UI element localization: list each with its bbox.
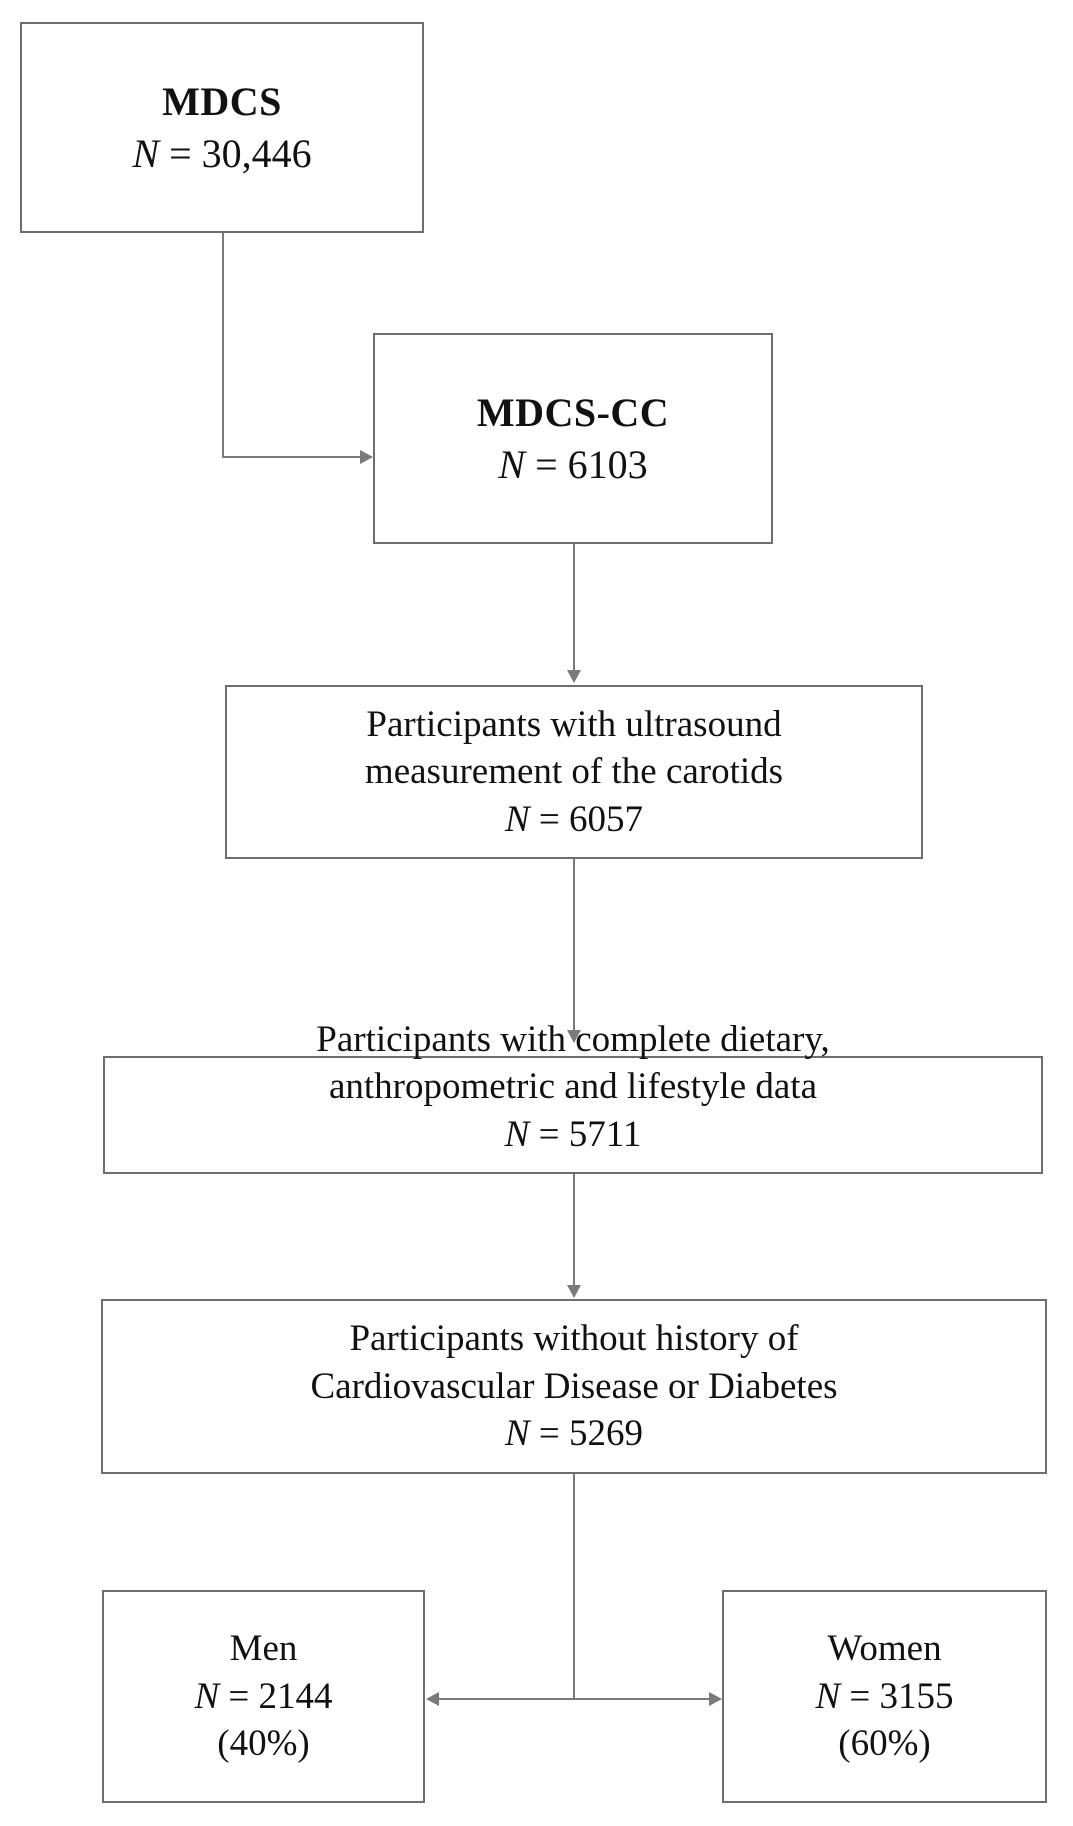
flow-box-dietary-line2: anthropometric and lifestyle data: [328, 1066, 817, 1108]
n-value: 5711: [568, 1113, 642, 1155]
flow-box-dietary: Participants with complete dietary, anth…: [103, 1019, 1043, 1174]
n-equals: =: [228, 1675, 250, 1717]
connector-ultrasound-to-dietary-line: [573, 859, 575, 1031]
n-equals: =: [535, 441, 558, 487]
connector-dietary-to-history-line: [573, 1174, 575, 1286]
flow-box-mdcs-cc-title: MDCS-CC: [476, 390, 670, 436]
flow-box-ultrasound-line2: measurement of the carotids: [364, 751, 784, 793]
n-equals: =: [538, 1413, 560, 1455]
flow-box-dietary-line1: Participants with complete dietary,: [316, 1019, 830, 1060]
flow-box-men-count: N = 2144: [194, 1673, 332, 1720]
flow-box-mdcs: MDCS N = 30,446: [20, 22, 424, 233]
flow-box-history: Participants without history of Cardiova…: [101, 1299, 1047, 1474]
n-equals: =: [169, 130, 192, 176]
flow-box-women-title: Women: [827, 1628, 942, 1670]
flow-box-women-count: N = 3155: [815, 1673, 953, 1720]
n-symbol: N: [815, 1675, 841, 1717]
flow-box-history-line1: Participants without history of: [349, 1318, 799, 1360]
flow-box-history-line2: Cardiovascular Disease or Diabetes: [310, 1365, 838, 1407]
flow-box-mdcs-title: MDCS: [162, 79, 282, 125]
n-value: 2144: [258, 1675, 333, 1717]
n-symbol: N: [194, 1675, 220, 1717]
n-symbol: N: [504, 1413, 530, 1455]
connector-dietary-to-history-arrowhead: [567, 1285, 581, 1298]
connector-mdcs-horizontal: [222, 456, 360, 458]
connector-sex-split-arrowhead-women: [709, 1692, 722, 1706]
flow-box-men-percent: (40%): [217, 1723, 310, 1765]
flow-box-men: Men N = 2144 (40%): [102, 1590, 425, 1803]
n-symbol: N: [504, 1113, 530, 1155]
connector-ultrasound-to-dietary-arrowhead: [567, 1030, 581, 1043]
n-value: 30,446: [201, 130, 312, 176]
flow-box-ultrasound: Participants with ultrasound measurement…: [225, 685, 923, 859]
n-symbol: N: [504, 798, 530, 840]
connector-sex-split-horizontal: [438, 1698, 710, 1700]
n-symbol: N: [132, 130, 160, 176]
connector-mdcs-arrowhead: [360, 450, 373, 464]
flow-box-mdcs-cc: MDCS-CC N = 6103: [373, 333, 773, 544]
flow-box-mdcs-cc-count: N = 6103: [498, 439, 647, 490]
connector-mdcs-cc-to-ultrasound-line: [573, 544, 575, 672]
flow-box-men-title: Men: [229, 1628, 298, 1670]
flow-box-mdcs-count: N = 30,446: [132, 128, 311, 179]
flow-box-ultrasound-line1: Participants with ultrasound: [366, 703, 782, 745]
n-value: 5269: [569, 1413, 644, 1455]
n-equals: =: [849, 1675, 871, 1717]
n-value: 6057: [569, 798, 644, 840]
connector-sex-split-vertical: [573, 1474, 575, 1700]
flow-box-women: Women N = 3155 (60%): [722, 1590, 1047, 1803]
connector-sex-split-arrowhead-men: [426, 1692, 439, 1706]
n-value: 6103: [567, 441, 648, 487]
flow-box-women-percent: (60%): [838, 1723, 931, 1765]
n-value: 3155: [879, 1675, 954, 1717]
n-symbol: N: [498, 441, 526, 487]
connector-mdcs-cc-to-ultrasound-arrowhead: [567, 670, 581, 683]
flow-box-dietary-count: N = 5711: [505, 1111, 642, 1158]
connector-mdcs-vertical: [222, 233, 224, 458]
n-equals: =: [538, 798, 560, 840]
n-equals: =: [538, 1113, 560, 1155]
flow-box-history-count: N = 5269: [505, 1410, 643, 1457]
flow-box-ultrasound-count: N = 6057: [505, 796, 643, 843]
